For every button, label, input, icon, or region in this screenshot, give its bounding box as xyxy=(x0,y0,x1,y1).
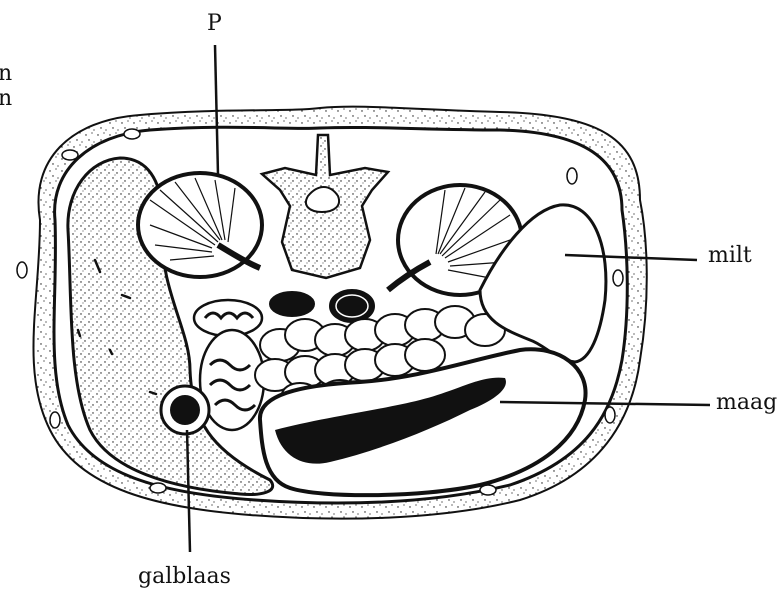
label-maag: maag xyxy=(716,392,777,414)
label-p: P xyxy=(207,13,222,35)
cut-text-fragment-1: n xyxy=(0,63,12,85)
label-galblaas: galblaas xyxy=(138,566,231,588)
label-milt: milt xyxy=(708,245,752,267)
cut-text-fragment-2: n xyxy=(0,88,12,110)
kidney-left xyxy=(138,173,262,277)
vena-cava xyxy=(270,292,314,316)
